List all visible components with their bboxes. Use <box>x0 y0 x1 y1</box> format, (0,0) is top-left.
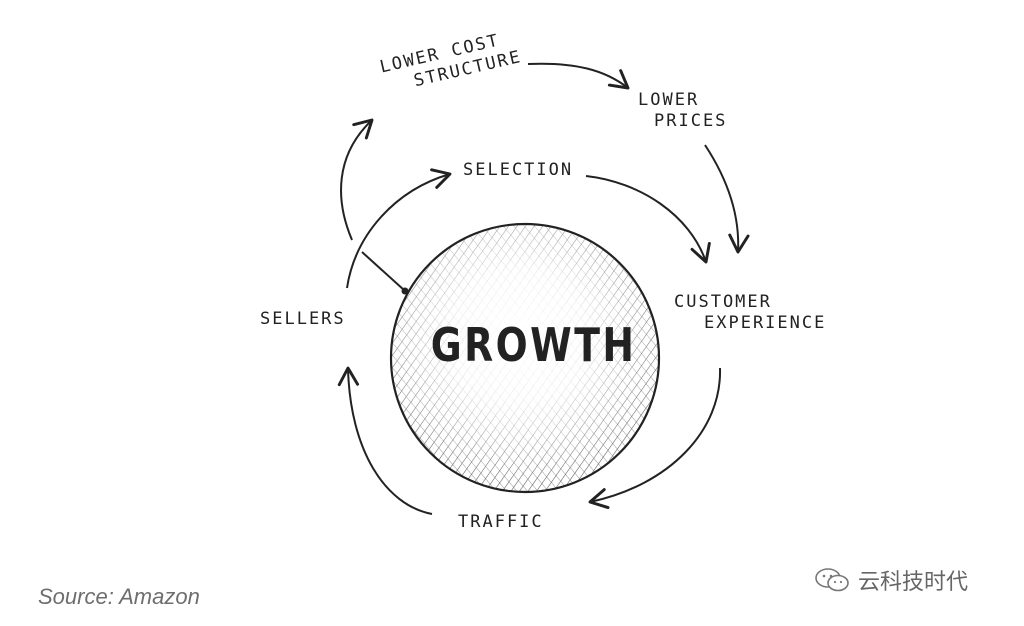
arrow-customer-experience-to-traffic <box>588 367 722 509</box>
arrow-selection-to-customer-experience <box>585 175 711 264</box>
arrow-lower-prices-to-customer-experience <box>704 144 750 254</box>
node-lower-prices: LOWER PRICES <box>638 90 728 132</box>
watermark-text: 云科技时代 <box>858 570 969 595</box>
node-customer-experience: CUSTOMER EXPERIENCE <box>674 292 827 334</box>
sellers-growth-connector <box>361 251 409 295</box>
arrow-traffic-to-sellers <box>337 366 433 515</box>
source-caption: Source: Amazon <box>38 584 200 609</box>
growth-label: GROWTH <box>430 318 637 372</box>
arrow-lower-cost-to-lower-prices <box>527 62 630 90</box>
wechat-icon <box>815 568 849 592</box>
growth-circle <box>389 222 661 494</box>
node-selection: SELECTION <box>463 160 574 180</box>
node-sellers: SELLERS <box>260 309 346 329</box>
arrow-sellers-to-selection <box>346 168 452 289</box>
node-traffic: TRAFFIC <box>458 512 544 532</box>
watermark: 云科技时代 <box>814 566 969 595</box>
arrow-sellers-to-lower-cost <box>340 118 374 241</box>
